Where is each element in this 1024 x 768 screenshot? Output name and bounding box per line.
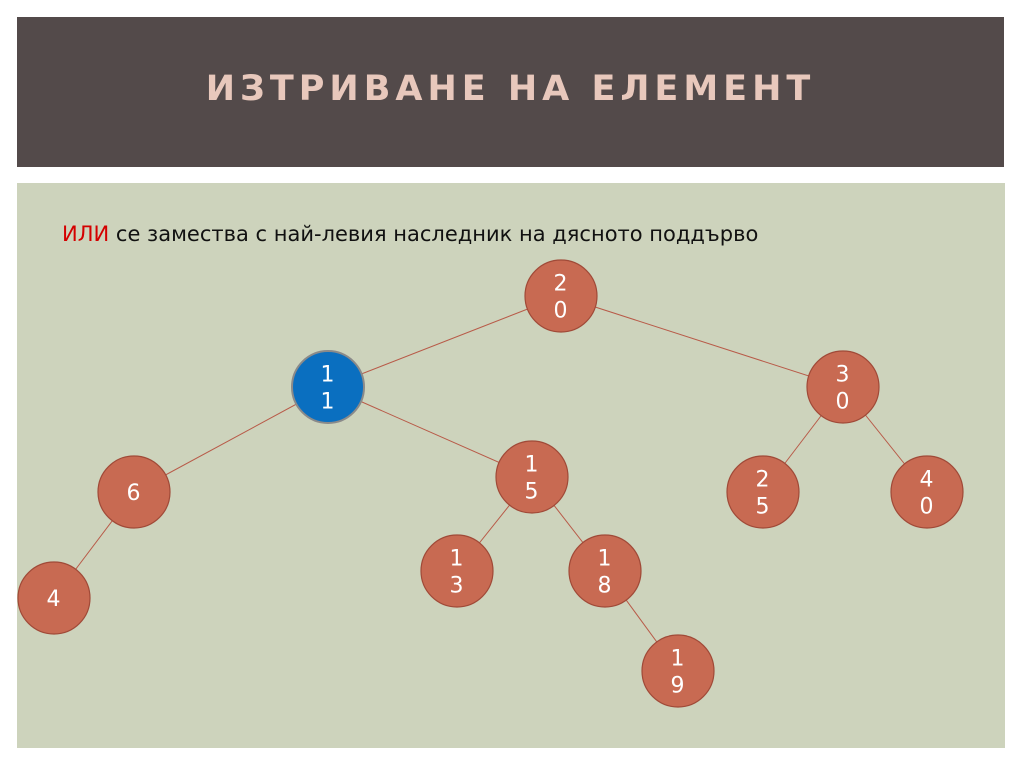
slide-title: ИЗТРИВАНЕ НА ЕЛЕМЕНТ [205, 69, 816, 109]
tree-edge-n20-n30 [560, 295, 844, 388]
tree-node: 19 [641, 634, 715, 708]
tree-node: 6 [97, 455, 171, 529]
tree-node: 4 [17, 561, 91, 635]
tree-node-label: 2 [554, 272, 569, 297]
tree-node: 13 [420, 534, 494, 608]
tree-node: 11 [291, 350, 365, 424]
title-bar: ИЗТРИВАНЕ НА ЕЛЕМЕНТ [17, 17, 1004, 167]
tree-node: 20 [524, 259, 598, 333]
tree-node-label: 2 [756, 468, 771, 493]
tree-node-label: 1 [450, 547, 465, 572]
subtitle-highlight: ИЛИ [62, 222, 110, 246]
tree-node-label: 1 [321, 363, 336, 388]
tree-node-circle [890, 455, 964, 529]
tree-node: 18 [568, 534, 642, 608]
tree-edge-n11-n15 [327, 386, 533, 478]
tree-node-circle [17, 561, 91, 635]
tree-node-label: 1 [525, 453, 540, 478]
tree-node-label: 4 [47, 587, 62, 612]
tree-node: 30 [806, 350, 880, 424]
tree-node: 25 [726, 455, 800, 529]
tree-node-label: 3 [450, 574, 465, 599]
tree-node-label: 0 [920, 495, 935, 520]
tree-node-circle [97, 455, 171, 529]
tree-node-label: 3 [836, 363, 851, 388]
tree-node-label: 5 [525, 480, 540, 505]
tree-node-label: 6 [127, 481, 142, 506]
tree-node-label: 1 [598, 547, 613, 572]
tree-node-circle [641, 634, 715, 708]
tree-node-label: 9 [671, 674, 686, 699]
tree-node-circle [726, 455, 800, 529]
tree-node: 15 [495, 440, 569, 514]
tree-node-circle [495, 440, 569, 514]
tree-node-circle [420, 534, 494, 608]
subtitle-text: се замества с най-левия наследник на дяс… [109, 222, 759, 246]
tree-node-label: 5 [756, 495, 771, 520]
tree-node: 40 [890, 455, 964, 529]
tree-node-label: 4 [920, 468, 935, 493]
tree-node-label: 1 [321, 390, 336, 415]
tree-node-label: 0 [836, 390, 851, 415]
tree-node-label: 0 [554, 299, 569, 324]
tree-node-circle [568, 534, 642, 608]
tree-node-circle [806, 350, 880, 424]
tree-node-circle-highlighted [291, 350, 365, 424]
tree-node-circle [524, 259, 598, 333]
slide-subtitle: ИЛИ се замества с най-левия наследник на… [62, 222, 758, 246]
tree-node-label: 8 [598, 574, 613, 599]
tree-edge-n20-n11 [327, 295, 562, 388]
tree-node-label: 1 [671, 647, 686, 672]
